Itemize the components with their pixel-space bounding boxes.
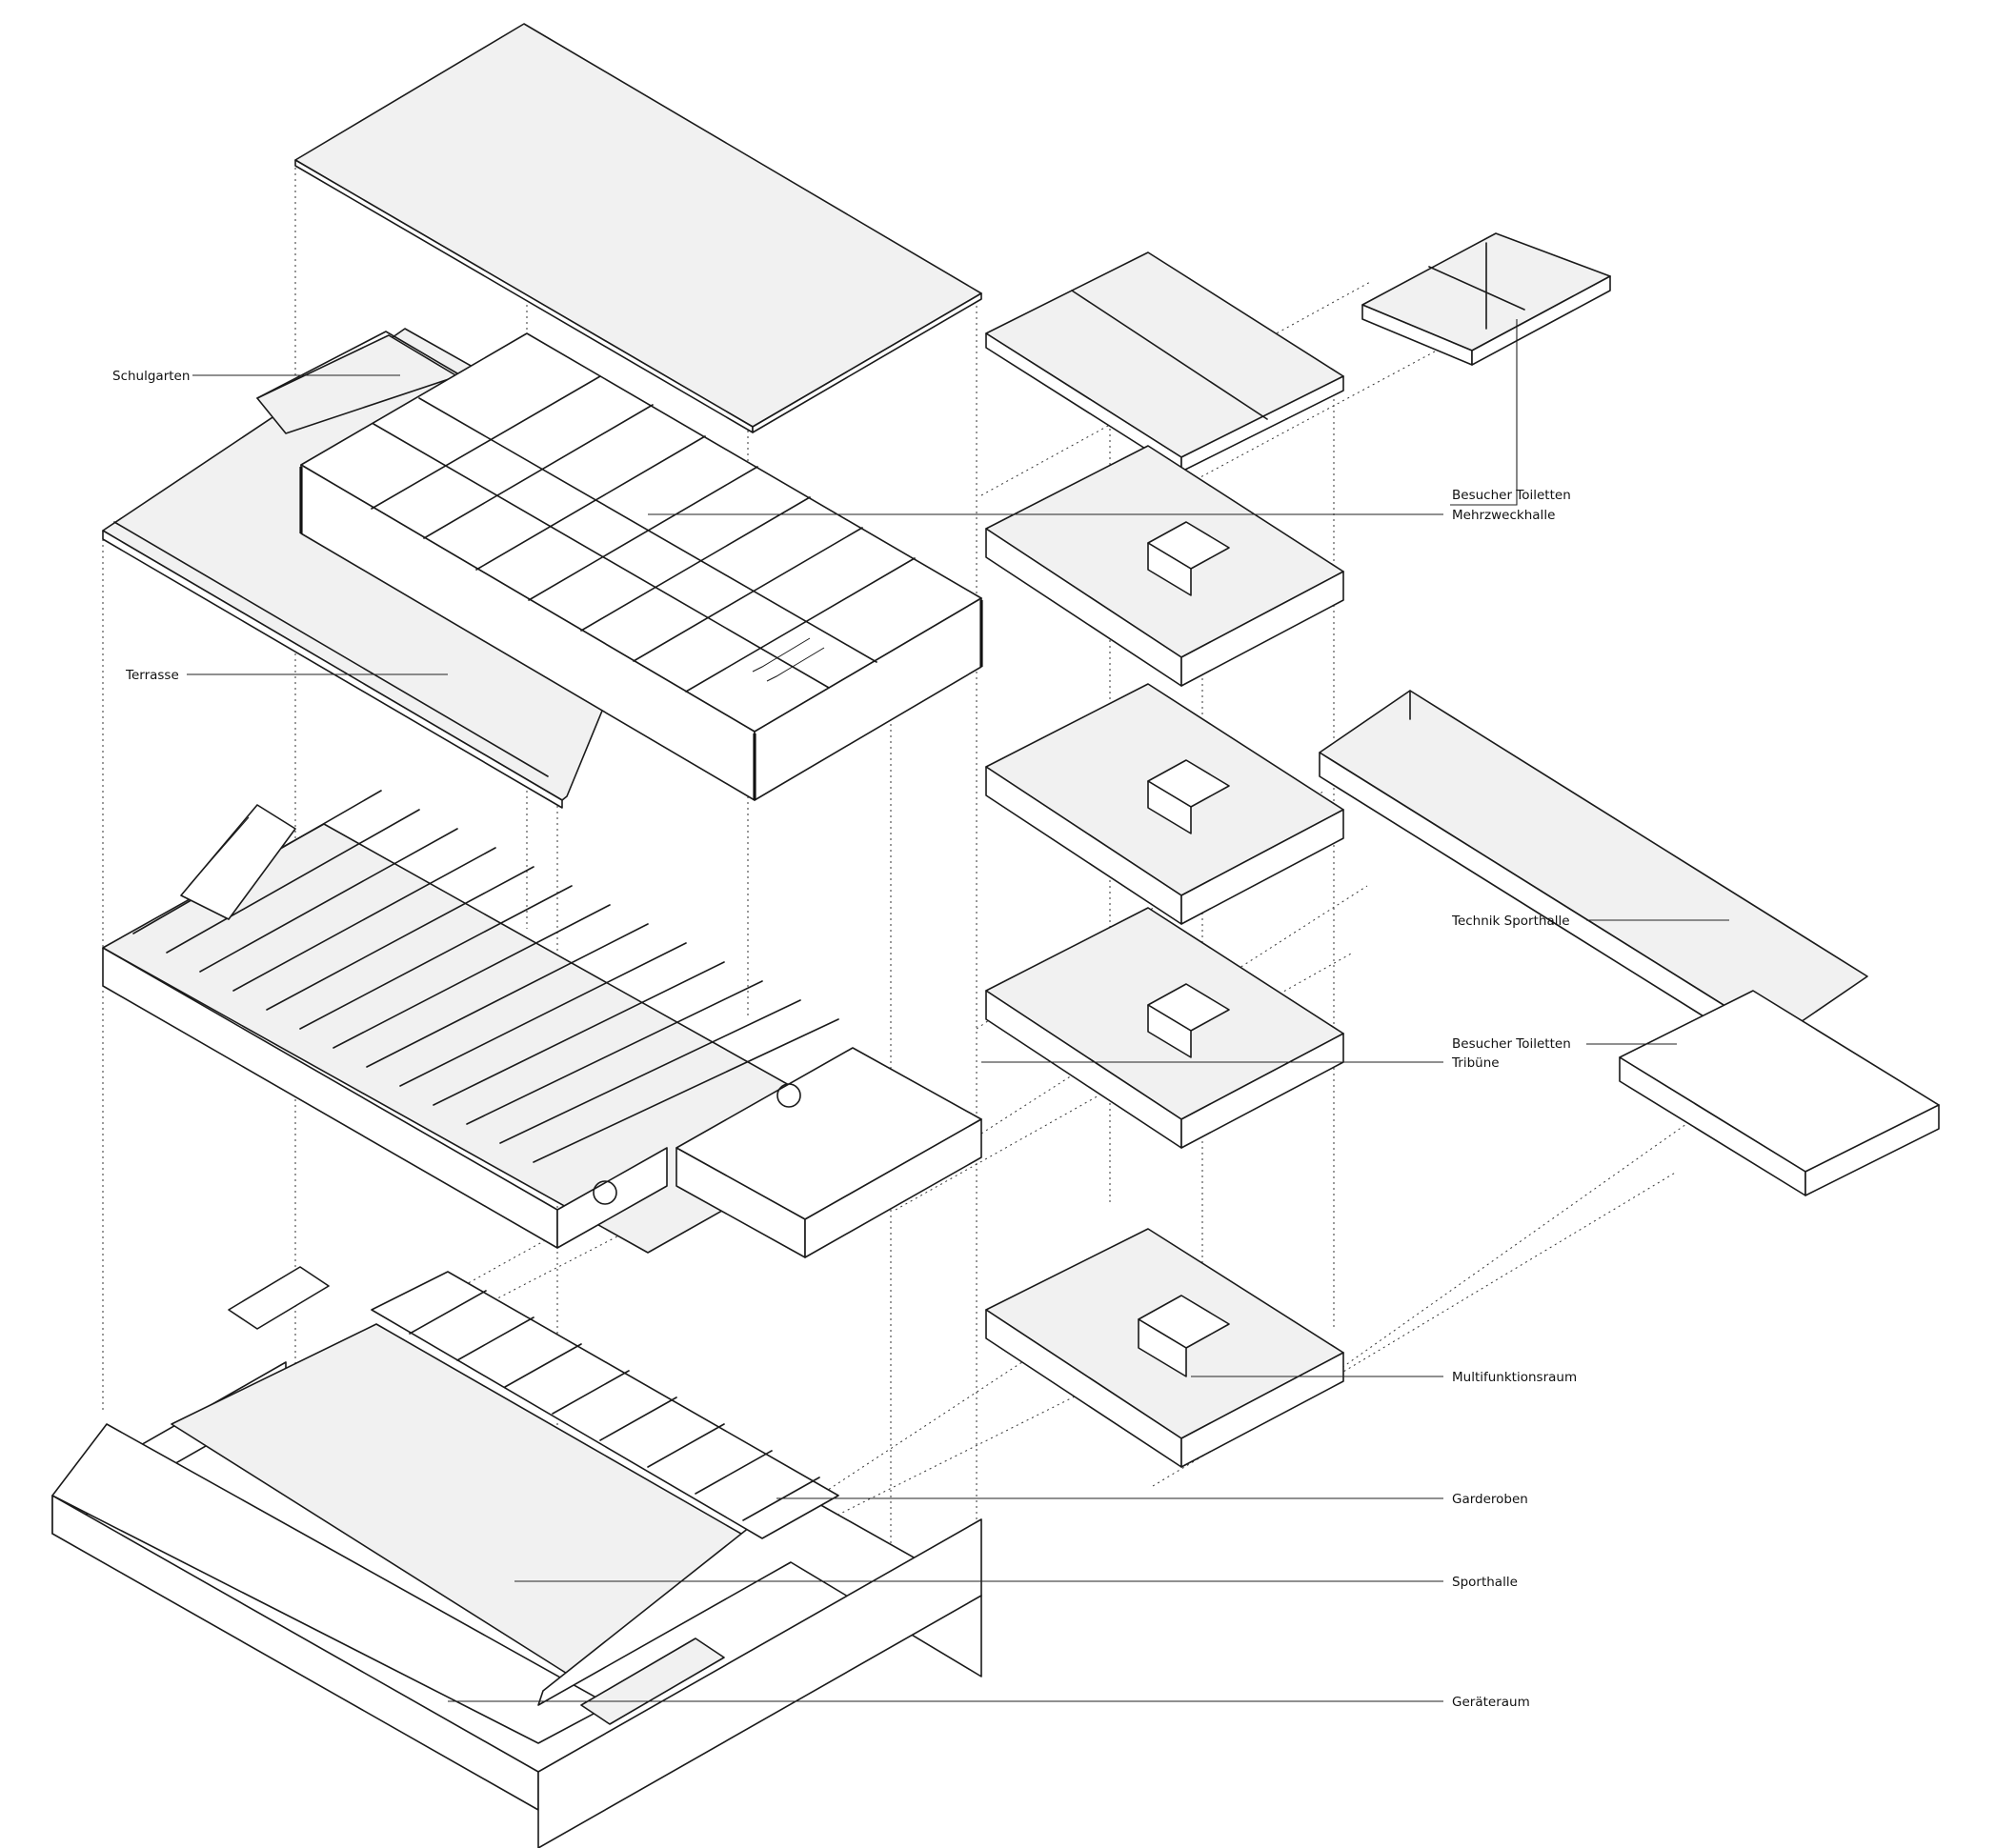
label-tribuene: Tribüne [1451,1055,1500,1071]
label-multifunktionsraum: Multifunktionsraum [1452,1370,1577,1385]
label-garderoben: Garderoben [1452,1492,1528,1507]
label-schulgarten: Schulgarten [112,369,190,384]
label-terrasse: Terrasse [125,668,179,683]
roof-slab [294,23,982,433]
besucher-toiletten-upper [1361,232,1611,366]
label-mehrzweckhalle: Mehrzweckhalle [1452,508,1555,523]
mehrzweckhalle-floors [985,445,1344,1468]
label-besucher-toiletten-lower: Besucher Toiletten [1452,1036,1571,1052]
mehrzweckhalle-roof [985,251,1344,472]
technik-sporthalle [1319,690,1940,1196]
label-technik-sporthalle: Technik Sporthalle [1451,914,1570,929]
label-besucher-toiletten-upper: Besucher Toiletten [1452,488,1571,503]
upper-floor [102,328,983,809]
labels: Schulgarten Terrasse Besucher Toiletten … [112,369,1577,1710]
leader-lines [187,319,1729,1702]
label-geraeteraum: Geräteraum [1452,1695,1530,1710]
hall-floor [102,790,982,1258]
ground-floor [51,1266,982,1848]
label-sporthalle: Sporthalle [1452,1575,1518,1590]
